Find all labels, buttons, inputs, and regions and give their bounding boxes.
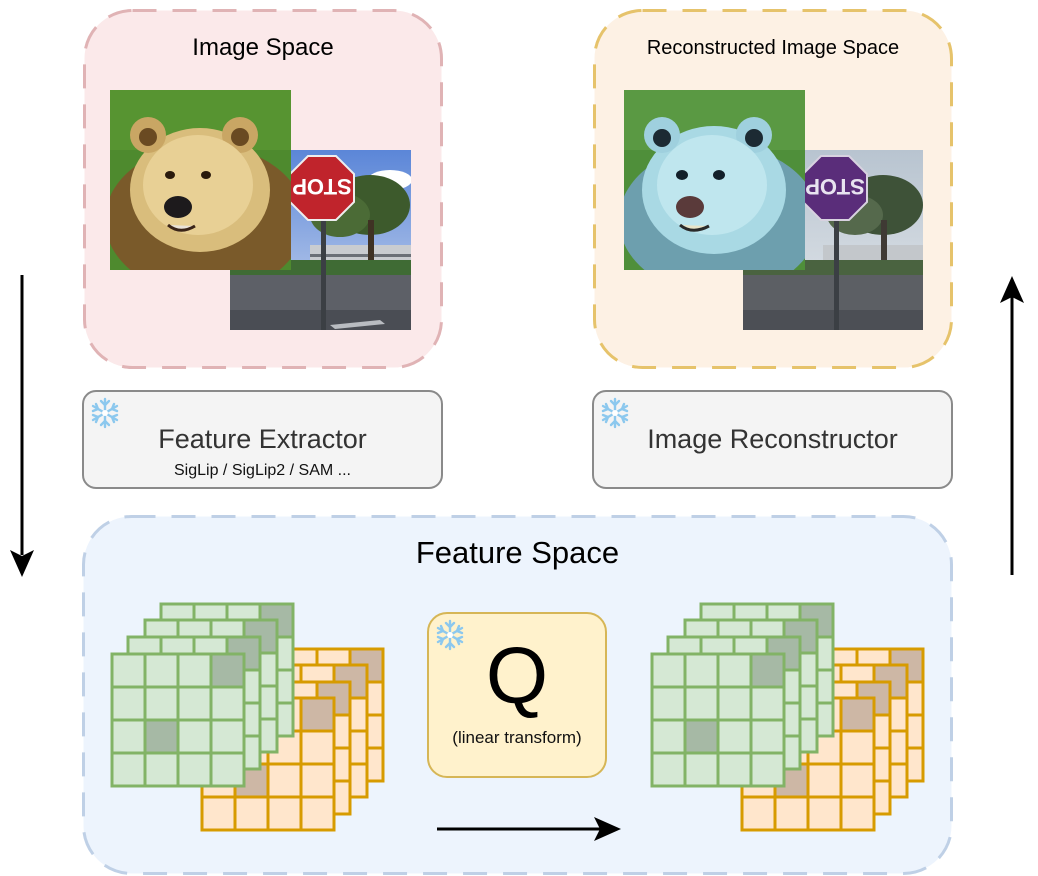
feature-extractor-subtitle: SigLip / SigLip2 / SAM ... (174, 462, 351, 479)
left-feature-stack (110, 602, 385, 832)
linear-transform-box: Q (linear transform) (427, 612, 607, 778)
svg-text:STOP: STOP (805, 174, 865, 199)
svg-text:STOP: STOP (292, 174, 352, 199)
reconstructed-bear-image (624, 90, 805, 270)
feature-space-title: Feature Space (415, 535, 620, 570)
arrow-up-icon (1000, 276, 1024, 575)
reconstructed-image-space-panel: Reconstructed Image Space STOP (593, 9, 953, 369)
image-reconstructor-title: Image Reconstructor (647, 424, 898, 454)
transform-label: (linear transform) (452, 728, 582, 747)
right-feature-stack (650, 602, 925, 832)
image-space-title: Image Space (192, 34, 334, 61)
image-space-panel: Image Space STOP (83, 9, 443, 369)
image-reconstructor-box: Image Reconstructor (592, 390, 953, 489)
arrow-down-icon (10, 275, 34, 577)
reconstructed-stop-sign-image: STOP (743, 150, 923, 330)
snowflake-icon (436, 619, 464, 651)
feature-extractor-title: Feature Extractor (158, 424, 367, 454)
bear-image (110, 90, 291, 270)
arrow-right-icon (437, 817, 621, 841)
transform-letter: Q (485, 631, 549, 720)
snowflake-icon (91, 397, 119, 429)
snowflake-icon (601, 397, 629, 429)
reconstructed-space-title: Reconstructed Image Space (646, 37, 900, 59)
feature-extractor-box: Feature Extractor SigLip / SigLip2 / SAM… (82, 390, 443, 489)
